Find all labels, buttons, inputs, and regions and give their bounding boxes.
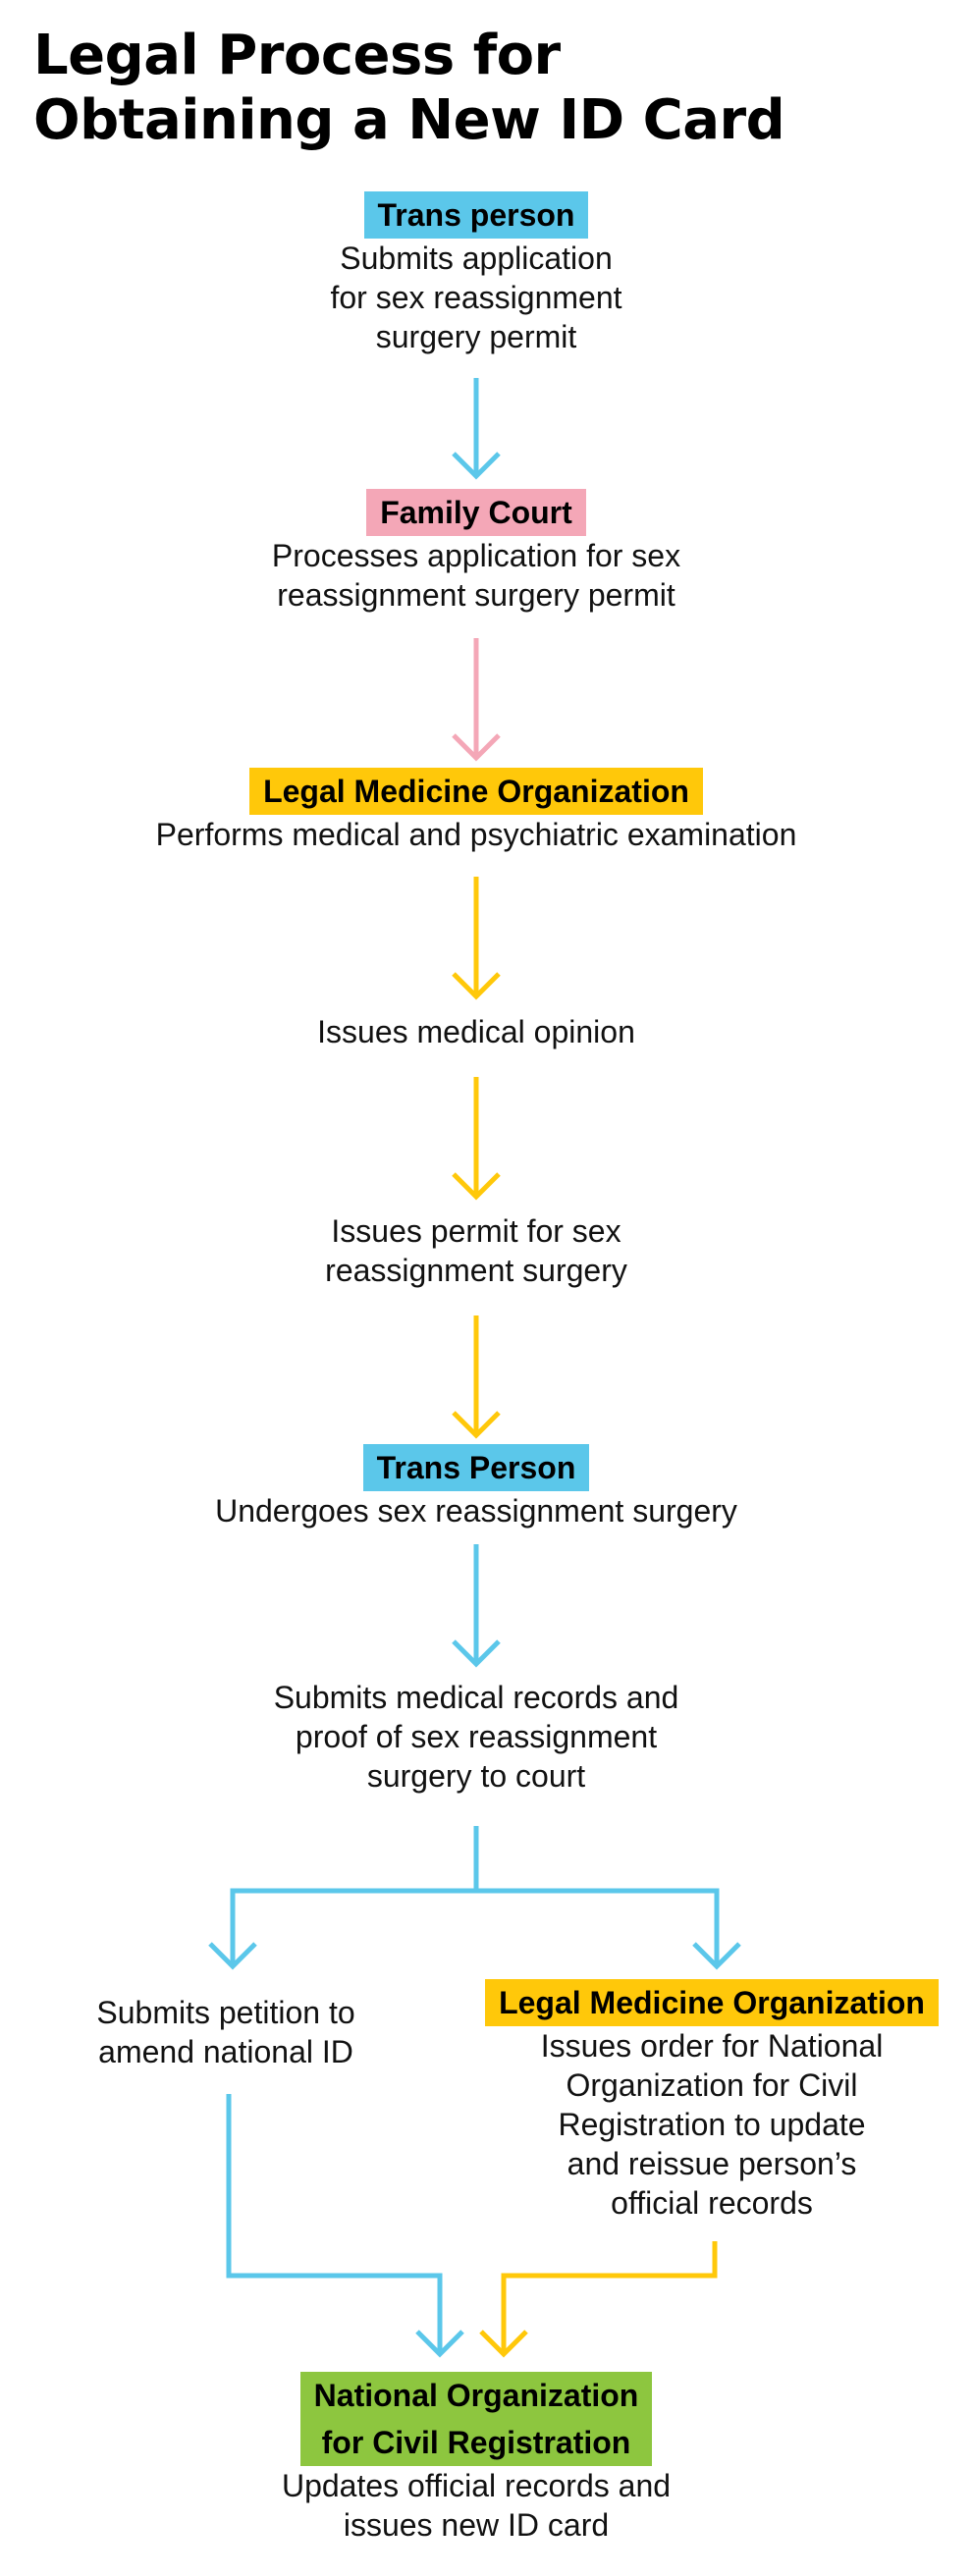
family-court-label: Family Court	[366, 489, 586, 536]
legal-medicine-label: Legal Medicine Organization	[485, 1979, 939, 2026]
step-family-court: Family Court Processes application for s…	[182, 489, 771, 615]
step-description: Issues permit for sex reassignment surge…	[325, 1213, 627, 1288]
arrow-s8-s10	[226, 2094, 464, 2358]
arrow-s2-s3	[452, 638, 501, 762]
step-description: Updates official records and issues new …	[281, 2468, 672, 2543]
step-legal-medicine-exam: Legal Medicine Organization Performs med…	[83, 768, 869, 854]
step-description: Submits petition to amend national ID	[96, 1995, 355, 2069]
step-description: Performs medical and psychiatric examina…	[155, 817, 797, 852]
step-trans-person-surgery: Trans Person Undergoes sex reassignment …	[133, 1444, 820, 1530]
step-trans-person-apply: Trans person Submits application for sex…	[231, 191, 722, 356]
trans-person-label: Trans Person	[362, 1444, 590, 1491]
arrow-s6-s7	[452, 1544, 501, 1668]
step-description: Submits application for sex reassignment…	[330, 241, 622, 354]
arrow-s9-s10	[479, 2241, 718, 2358]
step-description: Issues medical opinion	[317, 1014, 635, 1049]
step-description: Submits medical records and proof of sex…	[273, 1680, 679, 1794]
step-description: Undergoes sex reassignment surgery	[215, 1493, 737, 1529]
page-title: Legal Process for Obtaining a New ID Car…	[33, 24, 785, 152]
arrow-s1-s2	[452, 378, 501, 480]
step-description: Issues order for National Organization f…	[540, 2028, 884, 2221]
civil-registration-label: National Organization for Civil Registra…	[299, 2372, 653, 2466]
trans-person-label: Trans person	[363, 191, 589, 239]
step-legal-medicine-order: Legal Medicine Organization Issues order…	[457, 1979, 967, 2223]
step-civil-registration: National Organization for Civil Registra…	[182, 2372, 771, 2545]
step-description: Processes application for sex reassignme…	[271, 538, 681, 613]
arrow-s4-s5	[452, 1077, 501, 1201]
arrow-s7-branch	[208, 1826, 741, 1970]
step-medical-opinion: Issues medical opinion	[231, 1012, 722, 1051]
arrow-s3-s4	[452, 877, 501, 1000]
step-petition-national-id: Submits petition to amend national ID	[39, 1993, 412, 2071]
step-issue-permit: Issues permit for sex reassignment surge…	[231, 1211, 722, 1290]
step-submit-records: Submits medical records and proof of sex…	[182, 1678, 771, 1796]
arrow-s5-s6	[452, 1315, 501, 1439]
legal-medicine-label: Legal Medicine Organization	[249, 768, 703, 815]
